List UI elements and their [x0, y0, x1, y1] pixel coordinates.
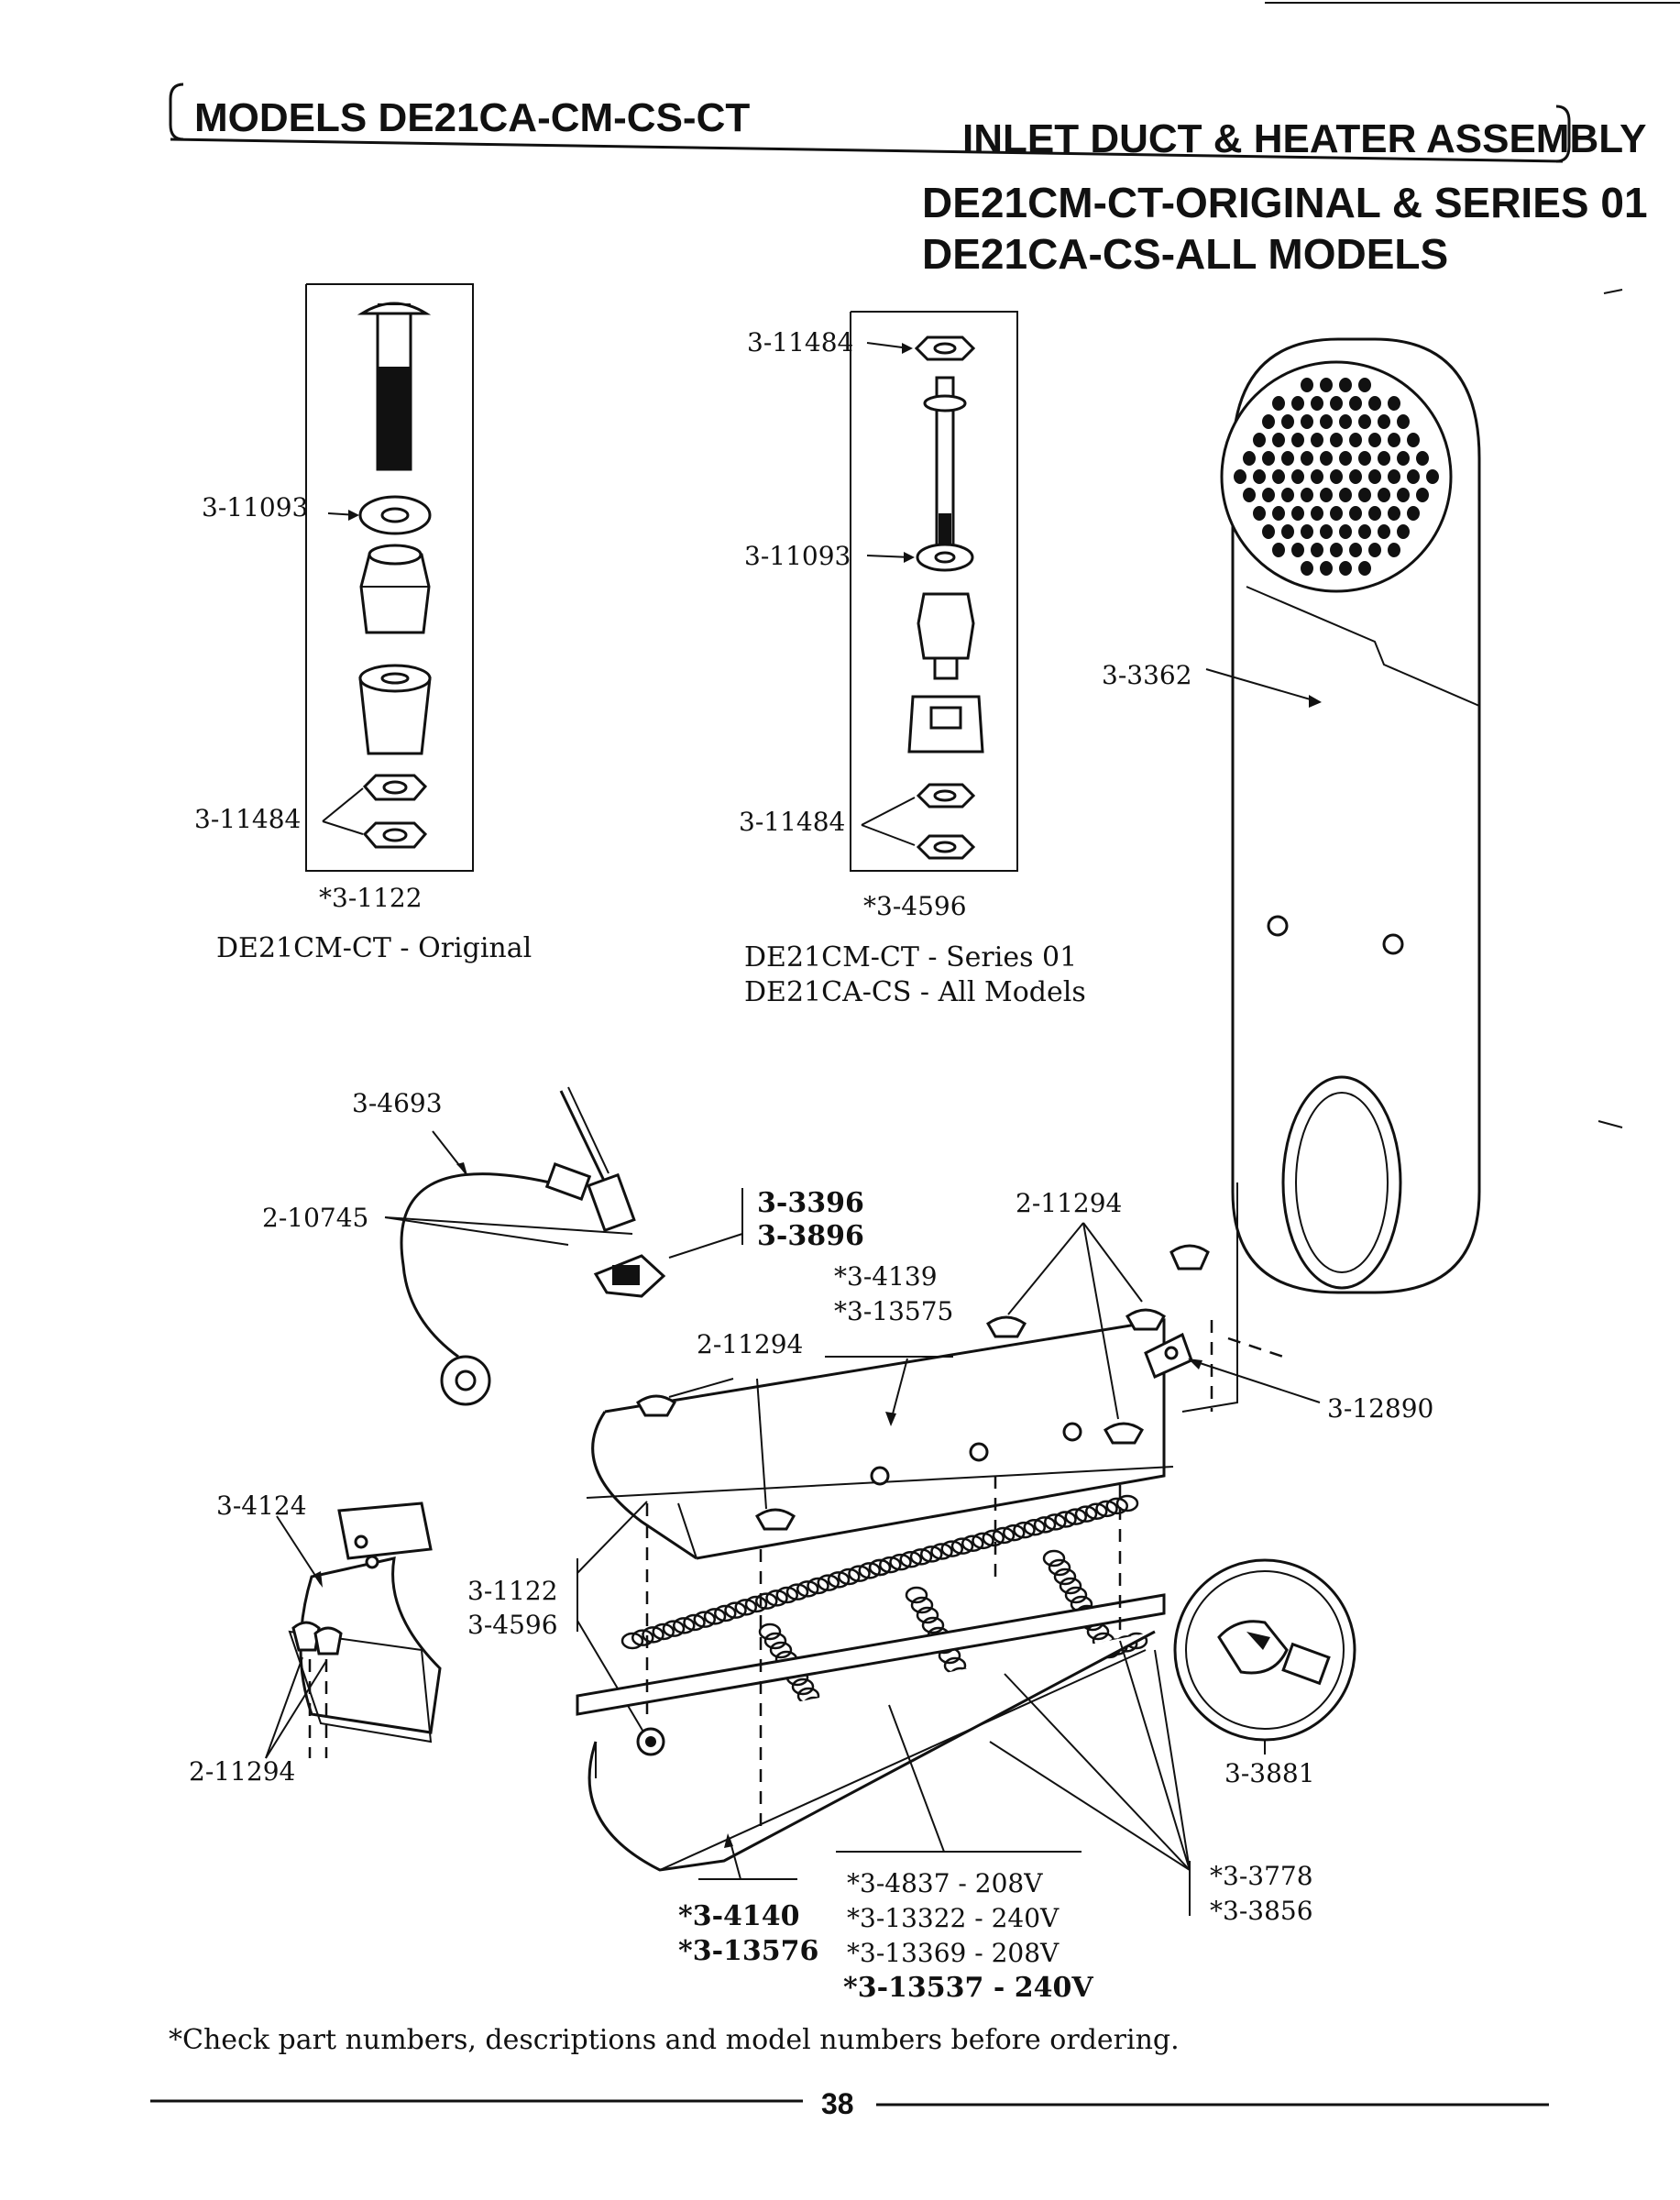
side-bracket: 3-4124 2-11294	[189, 1490, 442, 1787]
section-title: INLET DUCT & HEATER ASSEMBLY	[962, 116, 1646, 161]
heater-cover: *3-4139 *3-13575	[586, 1261, 1174, 1560]
element-label-3: *3-13369 - 208V	[847, 1938, 1060, 1968]
left-kit-caption: DE21CM-CT - Original	[216, 932, 532, 964]
element-label-1: *3-4837 - 208V	[847, 1868, 1043, 1898]
nut-icon	[362, 774, 428, 849]
fuse-detail: 3-3881	[1173, 1558, 1356, 1788]
page-number: 38	[821, 2087, 854, 2120]
left-nut-label: 3-11484	[194, 804, 301, 834]
mounting-bracket: 3-12890	[1144, 1332, 1433, 1424]
thermostat-label-a: 3-3396	[757, 1187, 864, 1219]
cover-label-b: *3-13575	[834, 1296, 953, 1326]
footer: *Check part numbers, descriptions and mo…	[150, 2024, 1549, 2120]
cover-label-a: *3-4139	[834, 1261, 938, 1292]
clip-label-b: *3-3856	[1210, 1896, 1313, 1926]
element-label-4: *3-13537 - 240V	[843, 1972, 1093, 2004]
washer-icon	[358, 495, 432, 535]
subtitle-line1: DE21CM-CT-ORIGINAL & SERIES 01	[922, 179, 1648, 226]
terminal-label: 2-10745	[262, 1203, 368, 1233]
middle-hardware-kit: 3-11484 3-11093 3-11484 *3-4596 DE21CM-C…	[739, 311, 1086, 1008]
screw-label-right: 2-11294	[1016, 1188, 1122, 1218]
element-label-2: *3-13322 - 240V	[847, 1903, 1060, 1933]
screw-label-left: 2-11294	[189, 1756, 295, 1787]
bracket-label-right: 3-12890	[1327, 1393, 1433, 1424]
bolt-icon	[357, 302, 432, 471]
left-hardware-kit: 3-11093 3-11484 *3-1122 DE21CM-CT - Orig…	[194, 283, 532, 964]
thermostat: 3-3396 3-3896	[559, 1086, 864, 1298]
ground-wire-label: 3-4693	[352, 1088, 443, 1118]
middle-nut-label: 3-11484	[739, 807, 845, 837]
ground-wire: 3-4693 2-10745	[262, 1088, 633, 1406]
left-kit-number: *3-1122	[319, 883, 423, 913]
screw-icon	[636, 1244, 1210, 1531]
header: MODELS DE21CA-CM-CS-CT INLET DUCT & HEAT…	[169, 2, 1680, 278]
inlet-duct: 3-3362	[1102, 289, 1623, 1413]
duct-screen-holes	[1234, 378, 1439, 576]
models-title: MODELS DE21CA-CM-CS-CT	[194, 95, 750, 140]
fuse-label: 3-3881	[1224, 1758, 1315, 1788]
middle-washer-label: 3-11093	[744, 541, 851, 571]
bushing-icon	[358, 664, 432, 755]
insulator-icon	[359, 544, 431, 634]
housing-label-a: *3-4140	[678, 1900, 800, 1932]
heater-housing	[576, 1593, 1166, 1872]
screw-label-mid: 2-11294	[697, 1329, 803, 1359]
insulator-callouts: 3-1122 3-4596	[467, 1501, 648, 1739]
screw-callouts: 2-11294 2-11294	[668, 1188, 1143, 1510]
housing-label-b: *3-13576	[678, 1935, 818, 1967]
insulator-label-a: 3-1122	[467, 1576, 558, 1606]
clip-label-a: *3-3778	[1210, 1861, 1313, 1891]
bracket-label-left: 3-4124	[216, 1490, 307, 1521]
middle-top-nut-label: 3-11484	[747, 327, 853, 358]
subtitle-line2: DE21CA-CS-ALL MODELS	[922, 230, 1448, 278]
insulator-label-b: 3-4596	[467, 1610, 558, 1640]
element-callouts: *3-4837 - 208V *3-13322 - 240V *3-13369 …	[678, 1640, 1313, 2004]
middle-kit-caption-1: DE21CM-CT - Series 01	[744, 941, 1077, 974]
footer-note: *Check part numbers, descriptions and mo…	[169, 2024, 1180, 2056]
middle-kit-number: *3-4596	[863, 891, 967, 921]
duct-label: 3-3362	[1102, 660, 1192, 690]
assembly-guides	[645, 1320, 1284, 1833]
left-washer-label: 3-11093	[202, 492, 308, 522]
middle-kit-caption-2: DE21CA-CS - All Models	[744, 976, 1086, 1008]
thermostat-label-b: 3-3896	[757, 1220, 864, 1252]
